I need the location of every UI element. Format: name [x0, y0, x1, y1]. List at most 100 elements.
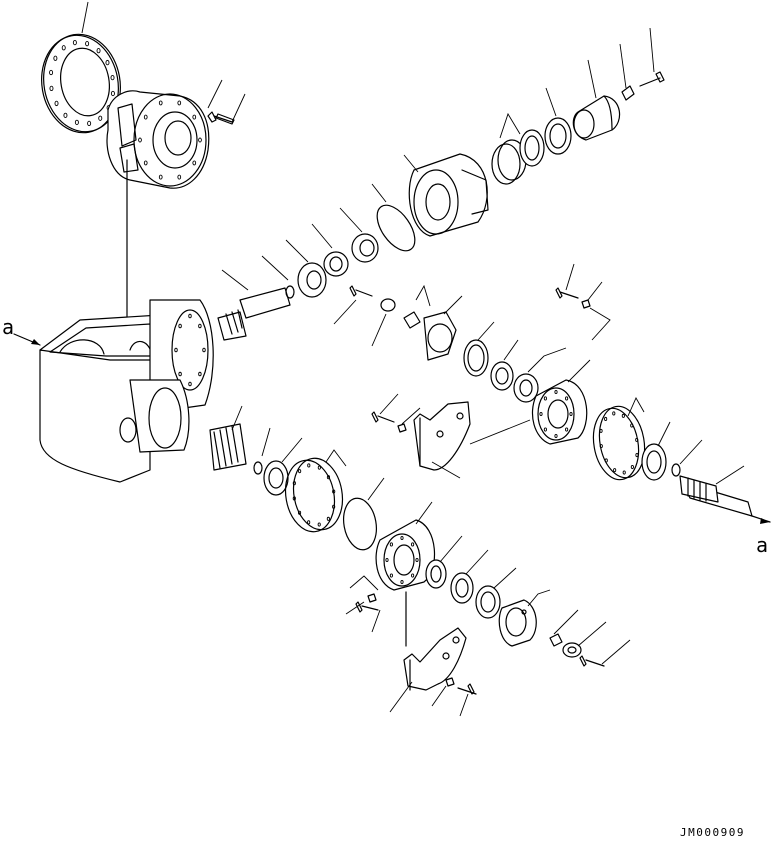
- bolt-hole: [389, 573, 393, 578]
- bolt-hole: [415, 557, 419, 563]
- bolt-hole: [63, 112, 68, 119]
- lower-seal: [450, 572, 474, 604]
- lower-cage: [375, 519, 436, 591]
- bolt-hole: [177, 174, 182, 180]
- bolt-hole: [317, 522, 321, 527]
- o-ring-lower: [343, 497, 377, 551]
- lower-end-cap: [562, 642, 582, 658]
- bolt-hole: [177, 100, 182, 106]
- case-bolt: [207, 111, 235, 125]
- bolt-hole: [630, 423, 634, 428]
- bolt-hole: [604, 416, 608, 422]
- bolt-hole: [53, 55, 58, 61]
- washer: [445, 677, 455, 687]
- bolt-hole: [612, 411, 616, 416]
- drawing-code: JM000909: [680, 826, 745, 839]
- bolt-hole: [298, 469, 302, 474]
- bolt-hole: [188, 313, 192, 319]
- bolt-hole: [599, 428, 603, 433]
- bolt-hole: [138, 137, 142, 143]
- lower-bearing: [263, 460, 289, 496]
- snap-ring: [285, 285, 295, 299]
- pinion-bearing-2: [351, 233, 379, 263]
- bolt-hole: [613, 468, 617, 473]
- snap-ring-lower: [253, 461, 263, 475]
- bolt-hole: [543, 396, 547, 401]
- washer: [581, 299, 591, 309]
- pinion-bearing: [297, 262, 327, 298]
- bolt-hole: [158, 100, 163, 106]
- lower-coupling: [498, 599, 537, 647]
- bolt-hole: [565, 396, 569, 401]
- bolt-hole: [49, 85, 54, 92]
- washer: [380, 298, 396, 312]
- adjusting-nut: [463, 339, 489, 377]
- bolt-hole: [198, 137, 202, 143]
- bolt-hole: [411, 573, 415, 578]
- bolt-hole: [178, 371, 182, 377]
- bolt-hole: [543, 427, 547, 432]
- washer: [549, 633, 563, 647]
- bolt-hole: [192, 160, 197, 166]
- bracket-bolt: [555, 287, 579, 299]
- bolt-hole: [110, 74, 115, 81]
- bolt-hole: [332, 489, 336, 494]
- bolt-hole: [96, 47, 101, 54]
- bolt-hole: [332, 504, 336, 509]
- bolt-hole: [87, 120, 92, 127]
- bolt-hole: [143, 114, 148, 120]
- bolt-hole: [635, 453, 639, 458]
- bolt-hole: [389, 542, 393, 547]
- bolt-hole: [326, 475, 331, 480]
- lower-bolt-1: [355, 601, 379, 613]
- ring-gear: [41, 33, 121, 134]
- bolt-hole: [292, 496, 296, 501]
- lock-plate: [403, 311, 421, 329]
- coupling: [572, 95, 621, 141]
- axle-housing: [39, 299, 214, 483]
- washer: [397, 423, 407, 433]
- bolt-hole: [539, 411, 543, 417]
- lower-nut: [475, 585, 501, 619]
- snap-ring-right: [671, 463, 681, 477]
- lower-mount-bracket: [403, 627, 467, 691]
- bolt-hole: [178, 323, 182, 329]
- bolt-hole: [74, 119, 79, 126]
- bolt-hole: [158, 174, 163, 180]
- bolt-hole: [569, 411, 573, 417]
- bolt-hole: [198, 323, 202, 329]
- bolt-hole: [192, 114, 197, 120]
- bolt-hole: [98, 115, 103, 121]
- bolt-hole: [85, 40, 90, 47]
- bolt-hole: [385, 557, 389, 563]
- bolt-hole: [604, 458, 608, 463]
- coupling-bolt: [639, 71, 665, 87]
- right-bearing: [641, 443, 667, 481]
- pinion-spacer: [323, 251, 349, 277]
- upper-mount-bracket: [413, 401, 471, 471]
- oil-seal: [544, 117, 572, 155]
- bolt-hole: [105, 59, 110, 66]
- lower-bolt-2: [457, 683, 477, 695]
- bolt-hole: [110, 90, 115, 97]
- lower-end-bolt: [579, 655, 605, 667]
- bolt-hole: [622, 470, 626, 475]
- bolt-hole: [565, 427, 569, 432]
- leader-line: [81, 1, 89, 34]
- bracket-bolt-2: [371, 411, 395, 423]
- washer: [621, 85, 635, 101]
- bolt-hole: [202, 347, 206, 353]
- shim-pack-lower: [284, 457, 344, 533]
- bolt-hole: [292, 481, 296, 486]
- o-ring: [376, 204, 416, 252]
- washer: [367, 593, 377, 603]
- bolt-hole: [198, 371, 202, 377]
- bolt-hole: [72, 39, 77, 46]
- pinion-gear-shaft: [217, 287, 291, 341]
- bolt-hole: [400, 535, 404, 541]
- bolt-hole: [174, 347, 178, 353]
- drive-shaft: [209, 423, 247, 471]
- differential-carrier: [531, 379, 588, 445]
- differential-case: [106, 90, 210, 189]
